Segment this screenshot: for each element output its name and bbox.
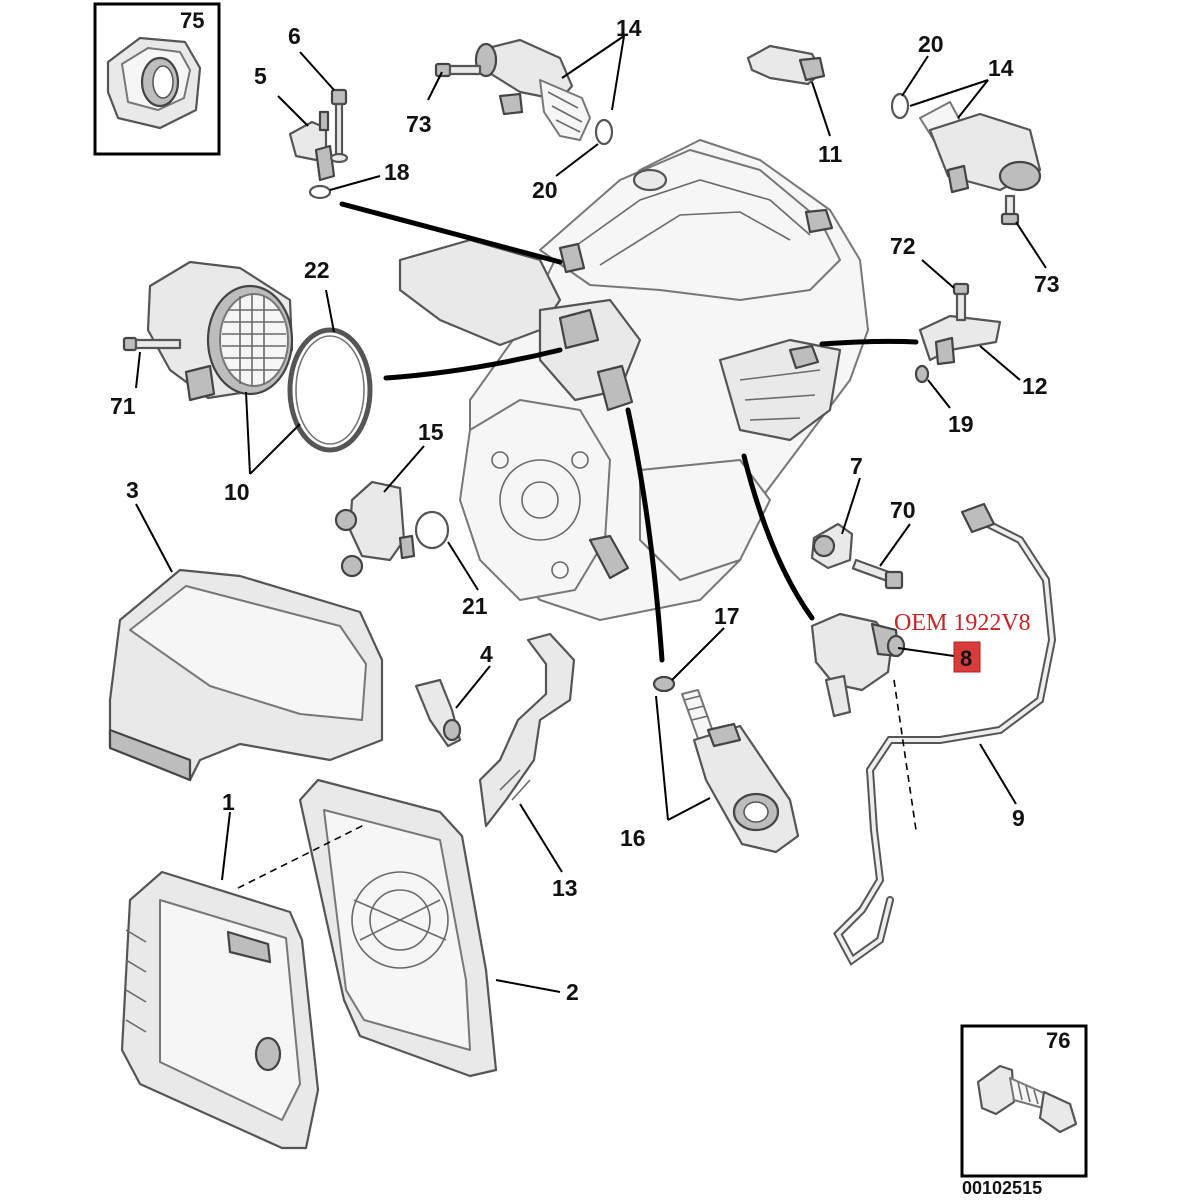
diagram-reference-code: 00102515 (962, 1178, 1042, 1198)
dashed-assembly-lines (237, 679, 917, 889)
callout-21: 21 (462, 593, 488, 619)
part-73-bolt-right (1000, 194, 1020, 226)
part-6-bolt (329, 88, 349, 164)
callout-15: 15 (418, 419, 444, 445)
part-14-solenoid-valve-right (890, 92, 1042, 194)
callout-14-right: 14 (988, 55, 1014, 81)
part-9-hose (833, 502, 1057, 966)
part-18-o-ring (308, 184, 332, 200)
callout-19: 19 (948, 411, 974, 437)
box-label-75: 75 (180, 8, 204, 33)
callout-71: 71 (110, 393, 136, 419)
callout-20-left: 20 (532, 177, 558, 203)
callout-labels: 5 6 18 73 14 20 11 20 14 73 72 12 19 22 … (110, 15, 1060, 1005)
engine-block (398, 139, 869, 621)
callout-10: 10 (224, 479, 250, 505)
callout-8: 8 (960, 646, 972, 671)
callout-13: 13 (552, 875, 578, 901)
callout-9: 9 (1012, 805, 1025, 831)
callout-3: 3 (126, 477, 139, 503)
part-72-bolt (952, 282, 970, 322)
callout-1: 1 (222, 789, 235, 815)
part-70-bolt (851, 558, 904, 590)
part-10-air-flow-meter (146, 260, 294, 402)
part-7-knock-sensor (810, 522, 854, 570)
part-11-sensor (746, 44, 826, 86)
callout-5: 5 (254, 63, 267, 89)
part-17-seal (652, 675, 676, 693)
part-16-actuator (681, 689, 800, 854)
part-8-vacuum-sensor (810, 612, 906, 718)
oem-number-note: OEM 1922V8 (894, 610, 1031, 636)
box-label-76: 76 (1046, 1028, 1070, 1053)
callout-16: 16 (620, 825, 646, 851)
callout-17: 17 (714, 603, 740, 629)
part-13-bracket (478, 632, 576, 828)
part-1-ecu (120, 870, 320, 1150)
inset-box-75: 75 (93, 2, 221, 156)
connector-lines (339, 201, 919, 663)
part-71-bolt (122, 336, 182, 352)
callout-18: 18 (384, 159, 410, 185)
flange-nut-icon (106, 36, 202, 130)
part-3-engine-cover (108, 568, 384, 782)
part-2-ecu-cover (298, 778, 498, 1078)
callout-72: 72 (890, 233, 916, 259)
part-22-gasket (287, 327, 373, 453)
leader-lines (135, 35, 1047, 993)
callout-70: 70 (890, 497, 916, 523)
part-12-sensor (918, 314, 1002, 366)
callout-73-left: 73 (406, 111, 432, 137)
part-14-solenoid-valve-left (474, 38, 591, 141)
callout-22: 22 (304, 257, 330, 283)
part-19-seal (914, 364, 930, 384)
callout-11: 11 (818, 141, 843, 167)
callout-2: 2 (566, 979, 579, 1005)
part-5-sensor (288, 110, 336, 182)
part-73-bolt-left (434, 62, 482, 78)
callout-7: 7 (850, 453, 863, 479)
threaded-stud-icon (976, 1064, 1078, 1134)
part-4-sensor (414, 678, 462, 748)
part-21-o-ring (414, 510, 450, 550)
part-20-o-ring-left (594, 118, 614, 146)
part-15-pressure-sensor (334, 480, 416, 578)
part-20-o-ring-right (890, 92, 910, 120)
callout-73-right: 73 (1034, 271, 1060, 297)
callout-12: 12 (1022, 373, 1048, 399)
callout-20-right: 20 (918, 31, 944, 57)
callout-6: 6 (288, 23, 301, 49)
callout-4: 4 (480, 641, 493, 667)
highlighted-callout-8: 8 (953, 641, 981, 673)
callout-14-left: 14 (616, 15, 642, 41)
inset-box-76: 76 00102515 (960, 1024, 1088, 1198)
